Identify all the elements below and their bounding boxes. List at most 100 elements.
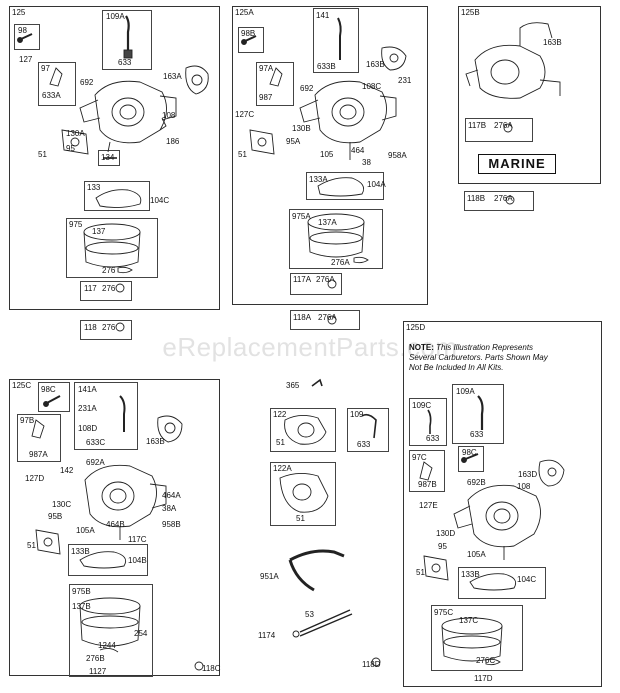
part-label: 633A (42, 91, 61, 100)
part-label: 97A (259, 64, 274, 73)
part-label: 98 (18, 26, 27, 35)
panel-125b (458, 6, 601, 184)
part-label: 105A (467, 550, 486, 559)
part-label: 141A (78, 385, 97, 394)
part-label: 231A (78, 404, 97, 413)
part-label: 105 (320, 150, 334, 159)
part-label: 130C (52, 500, 72, 509)
part-label: 51 (27, 541, 36, 550)
part-label: 163D (518, 470, 538, 479)
part-label: 118 (84, 323, 97, 332)
part-label: 1127 (89, 667, 107, 676)
part-label: 108 (162, 111, 176, 120)
part-label: 108D (78, 424, 98, 433)
part-label: 95A (286, 137, 301, 146)
part-label: 276A (318, 313, 337, 322)
part-label: 186 (166, 137, 180, 146)
box-975a (289, 209, 383, 269)
panel-125d (403, 321, 602, 687)
box-118b (464, 191, 534, 211)
part-label: 117B (468, 121, 487, 130)
carburetor-icon (299, 80, 397, 160)
part-label: 133A (309, 175, 328, 184)
part-label: 117C (128, 535, 147, 544)
part-label: 53 (305, 610, 314, 619)
part-label: 633 (118, 58, 132, 67)
part-label: 276A (494, 121, 513, 130)
part-label: 133B (461, 570, 480, 579)
box-98 (14, 24, 40, 50)
part-label: 276C (476, 656, 496, 665)
part-label: 692 (300, 84, 314, 93)
part-label: 51 (38, 150, 47, 159)
part-label: 137 (92, 227, 106, 236)
part-label: 95 (66, 144, 75, 153)
part-label: 975C (434, 608, 454, 617)
box-117 (80, 281, 132, 301)
box-141a (74, 382, 138, 450)
part-label: 133B (71, 547, 90, 556)
box-117b (465, 118, 533, 142)
part-label: 987A (29, 450, 48, 459)
part-label: 98C (41, 385, 56, 394)
box-109 (347, 408, 389, 452)
panel-label-125d: 125D (406, 323, 426, 332)
part-label: 104B (128, 556, 147, 565)
part-label: 117D (474, 674, 493, 683)
box-133b (68, 544, 148, 576)
panel-label-125c: 125C (12, 381, 32, 390)
box-975b (69, 584, 153, 677)
box-133b-d (458, 567, 546, 599)
part-label: 276A (316, 275, 335, 284)
box-122 (270, 408, 336, 452)
part-label: 109 (350, 410, 364, 419)
part-label: 137B (72, 602, 91, 611)
box-109a-d (452, 384, 504, 444)
part-label: 1244 (98, 641, 116, 650)
panel-125a (232, 6, 428, 305)
part-label: 104C (150, 196, 170, 205)
part-label: 98C (462, 448, 477, 457)
part-label: 975 (69, 220, 83, 229)
part-label: 137C (459, 616, 479, 625)
part-label: 975B (72, 587, 91, 596)
carburetor-icon (453, 484, 541, 560)
part-label: 276 (102, 284, 116, 293)
part-label: 108C (362, 82, 382, 91)
part-label: 104C (517, 575, 537, 584)
box-97a (256, 62, 294, 106)
box-97 (38, 62, 76, 106)
part-label: 108 (517, 482, 531, 491)
part-label: 38 (362, 158, 371, 167)
part-label: 98B (241, 29, 256, 38)
box-118 (80, 320, 132, 340)
part-label: 692 (80, 78, 94, 87)
part-label: 97C (412, 453, 427, 462)
part-label: 958A (388, 151, 407, 160)
part-label: 276A (494, 194, 513, 203)
part-label: 133 (87, 183, 101, 192)
part-label: 163B (543, 38, 562, 47)
panel-label-125: 125 (12, 8, 26, 17)
part-label: 127 (19, 55, 33, 64)
part-label: 118C (202, 664, 221, 673)
part-label: 38A (162, 504, 177, 513)
part-label: 130A (66, 129, 85, 138)
part-label: 692A (86, 458, 105, 467)
part-label: 1174 (258, 631, 276, 640)
part-label: 109C (412, 401, 432, 410)
carburetor-icon (79, 80, 177, 153)
box-975 (66, 218, 158, 278)
part-label: 122 (273, 410, 287, 419)
box-133a (306, 172, 384, 200)
box-98b (238, 27, 264, 53)
part-label: 109A (456, 387, 475, 396)
panel-label-125a: 125A (235, 8, 254, 17)
part-label: 134 (101, 153, 115, 162)
part-label: 127E (419, 501, 438, 510)
part-label: 109A (106, 12, 125, 21)
part-label: 975A (292, 212, 311, 221)
part-label: 633B (317, 62, 336, 71)
part-label: 97B (20, 416, 35, 425)
